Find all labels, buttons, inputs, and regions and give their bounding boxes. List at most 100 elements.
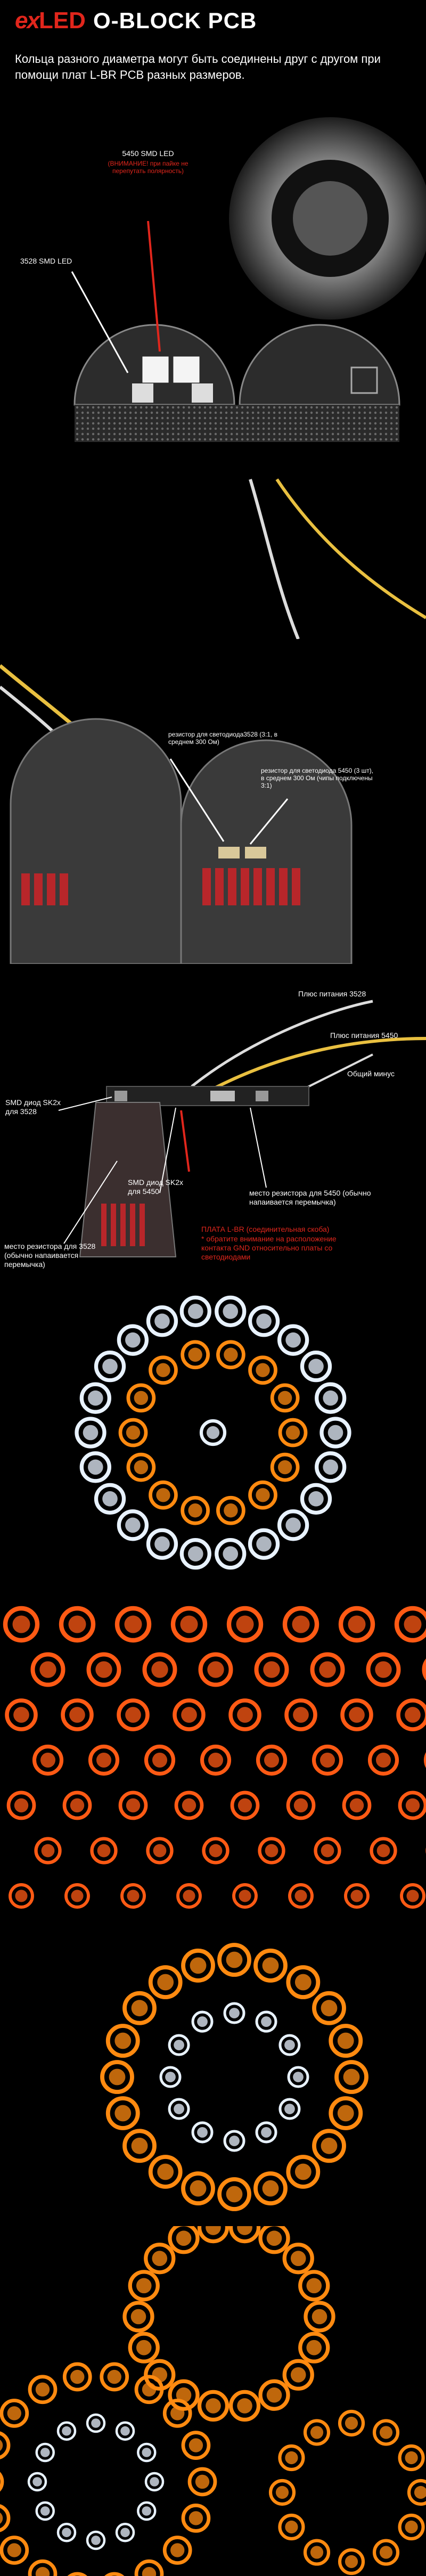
- amber-led: [181, 1948, 215, 1983]
- amber-led: [286, 1965, 321, 1999]
- amber-led: [340, 1698, 373, 1731]
- photo-2-resistors: резистор для светодиода3528 (3:1, в сред…: [0, 644, 426, 964]
- label-lbr-title: ПЛАТА L-BR (соединительная скоба): [201, 1225, 330, 1233]
- white-led: [56, 2523, 77, 2542]
- amber-led: [173, 1698, 206, 1731]
- photo-5-amber-closeup: [0, 1603, 426, 1923]
- amber-led: [128, 2270, 160, 2302]
- white-led: [215, 1295, 247, 1327]
- amber-led: [0, 2472, 4, 2492]
- amber-led: [105, 2096, 140, 2130]
- amber-led: [168, 2226, 200, 2254]
- amber-led: [162, 2536, 192, 2565]
- amber-led: [288, 1883, 314, 1909]
- white-led: [255, 2010, 277, 2033]
- amber-led: [126, 1383, 156, 1413]
- label-resistor-place-3528: место резистора для 3528 (обычно напаива…: [4, 1242, 96, 1269]
- white-led: [191, 2010, 214, 2033]
- amber-led: [59, 1606, 96, 1643]
- white-led: [115, 2523, 135, 2542]
- photo-2-image: [0, 664, 353, 964]
- white-led: [75, 1417, 106, 1449]
- amber-led: [0, 2536, 29, 2565]
- amber-led: [118, 1418, 148, 1448]
- amber-led: [338, 2548, 365, 2575]
- amber-led: [217, 2177, 251, 2211]
- amber-led: [278, 1418, 308, 1448]
- white-led: [159, 2066, 182, 2088]
- amber-led: [61, 1698, 94, 1731]
- label-resistor-place-5450: место резистора для 5450 (обычно напаива…: [249, 1189, 371, 1206]
- amber-led: [228, 2226, 261, 2244]
- white-led: [79, 1451, 111, 1483]
- amber-led: [270, 1452, 300, 1482]
- amber-led: [270, 1383, 300, 1413]
- amber-led: [181, 1495, 210, 1525]
- amber-led: [126, 1452, 156, 1482]
- label-common-minus: Общий минус: [347, 1069, 395, 1078]
- white-led: [117, 1509, 149, 1541]
- intro-text: Кольца разного диаметра могут быть соеди…: [15, 52, 381, 81]
- white-led: [168, 2098, 190, 2120]
- amber-led: [30, 1652, 65, 1687]
- amber-led: [181, 2171, 215, 2206]
- amber-led: [286, 2155, 321, 2189]
- amber-led: [148, 1965, 183, 1999]
- amber-led: [114, 1606, 152, 1643]
- label-resistor-3528: резистор для светодиода3528 (3:1, в сред…: [168, 731, 277, 746]
- amber-led: [282, 2359, 314, 2391]
- amber-led: [338, 2409, 365, 2437]
- amber-led: [258, 2379, 290, 2411]
- white-led: [86, 2530, 106, 2550]
- amber-led: [181, 2431, 211, 2460]
- amber-led: [312, 1744, 343, 1776]
- white-led: [248, 1528, 280, 1560]
- amber-led: [144, 1744, 176, 1776]
- amber-led: [174, 1790, 204, 1820]
- amber-led: [268, 2479, 296, 2506]
- photo-1-image: [71, 117, 426, 639]
- photo-5-image: [3, 1606, 426, 1909]
- amber-led: [278, 2444, 305, 2472]
- amber-led: [197, 2226, 230, 2244]
- amber-led: [187, 2467, 217, 2497]
- amber-led: [284, 1698, 317, 1731]
- white-led: [115, 2421, 135, 2441]
- amber-led: [253, 2171, 288, 2206]
- photo-4-image: [75, 1295, 351, 1570]
- white-led: [278, 2034, 301, 2056]
- amber-led: [149, 1480, 178, 1510]
- amber-led: [216, 1340, 245, 1370]
- white-led: [320, 1417, 351, 1449]
- amber-led: [314, 1837, 341, 1864]
- photo-6-image: [100, 1943, 368, 2211]
- amber-led: [162, 2399, 192, 2428]
- white-led: [35, 2442, 55, 2463]
- photo-3-image: [58, 1000, 426, 1257]
- amber-led: [200, 1744, 232, 1776]
- label-3528-led: 3528 SMD LED: [20, 257, 72, 265]
- white-led: [94, 1483, 126, 1515]
- amber-led: [372, 2419, 400, 2446]
- brand-logo: ex LED O-BLOCK PCB: [15, 7, 257, 34]
- amber-led: [226, 1606, 264, 1643]
- amber-led: [3, 1606, 40, 1643]
- white-led: [117, 1324, 149, 1356]
- white-led: [179, 1538, 211, 1570]
- amber-led: [394, 1606, 426, 1643]
- photo-4-led-rings: [0, 1289, 426, 1598]
- amber-led: [32, 1744, 64, 1776]
- white-led: [248, 1305, 280, 1337]
- amber-led: [6, 1790, 36, 1820]
- amber-led: [86, 1652, 121, 1687]
- white-led: [277, 1324, 309, 1356]
- amber-led: [248, 1480, 277, 1510]
- amber-led: [62, 2362, 92, 2392]
- white-led: [300, 1351, 332, 1383]
- amber-led: [304, 2301, 335, 2333]
- amber-led: [400, 1883, 425, 1909]
- white-led: [223, 2002, 245, 2024]
- amber-led: [34, 1837, 62, 1864]
- amber-led: [28, 2559, 58, 2576]
